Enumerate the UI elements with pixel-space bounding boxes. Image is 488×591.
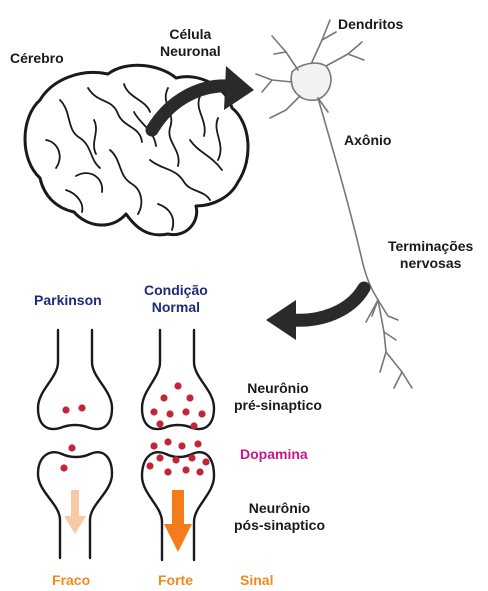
- nerve-terminals-label-line1: Terminações: [388, 238, 473, 255]
- axon-label: Axônio: [344, 132, 391, 149]
- pre-synaptic-terminal: [38, 330, 112, 429]
- neuron-cell-label: Célula Neuronal: [160, 26, 221, 60]
- dendrites-label: Dendritos: [338, 16, 403, 33]
- dopamine-molecules-parkinson: [60, 404, 85, 471]
- dopamine-label: Dopamina: [240, 446, 308, 463]
- normal-condition-label-line2: Normal: [144, 299, 208, 316]
- normal-condition-label-line1: Condição: [144, 282, 208, 299]
- curved-arrow-icon: [266, 288, 364, 340]
- post-synaptic-label: Neurônio pós-sinaptico: [234, 500, 325, 534]
- pre-synaptic-label-line1: Neurônio: [234, 380, 322, 397]
- pre-synaptic-label: Neurônio pré-sinaptico: [234, 380, 322, 414]
- parkinson-label: Parkinson: [34, 292, 102, 309]
- post-synaptic-label-line1: Neurônio: [234, 500, 325, 517]
- strong-signal-label: Forte: [158, 572, 193, 589]
- neuron-illustration: [256, 20, 412, 388]
- nerve-terminals-label: Terminações nervosas: [388, 238, 473, 272]
- weak-signal-label: Fraco: [52, 572, 90, 589]
- post-synaptic-label-line2: pós-sinaptico: [234, 517, 325, 534]
- neuron-cell-label-line1: Célula: [160, 26, 221, 43]
- pre-synaptic-label-line2: pré-sinaptico: [234, 397, 322, 414]
- normal-condition-label: Condição Normal: [144, 282, 208, 316]
- down-arrow-icon: [64, 490, 86, 534]
- brain-label: Cérebro: [10, 50, 64, 67]
- signal-label: Sinal: [240, 572, 273, 589]
- nerve-terminals-label-line2: nervosas: [388, 255, 473, 272]
- neuron-cell-label-line2: Neuronal: [160, 43, 221, 60]
- down-arrow-icon: [164, 490, 192, 552]
